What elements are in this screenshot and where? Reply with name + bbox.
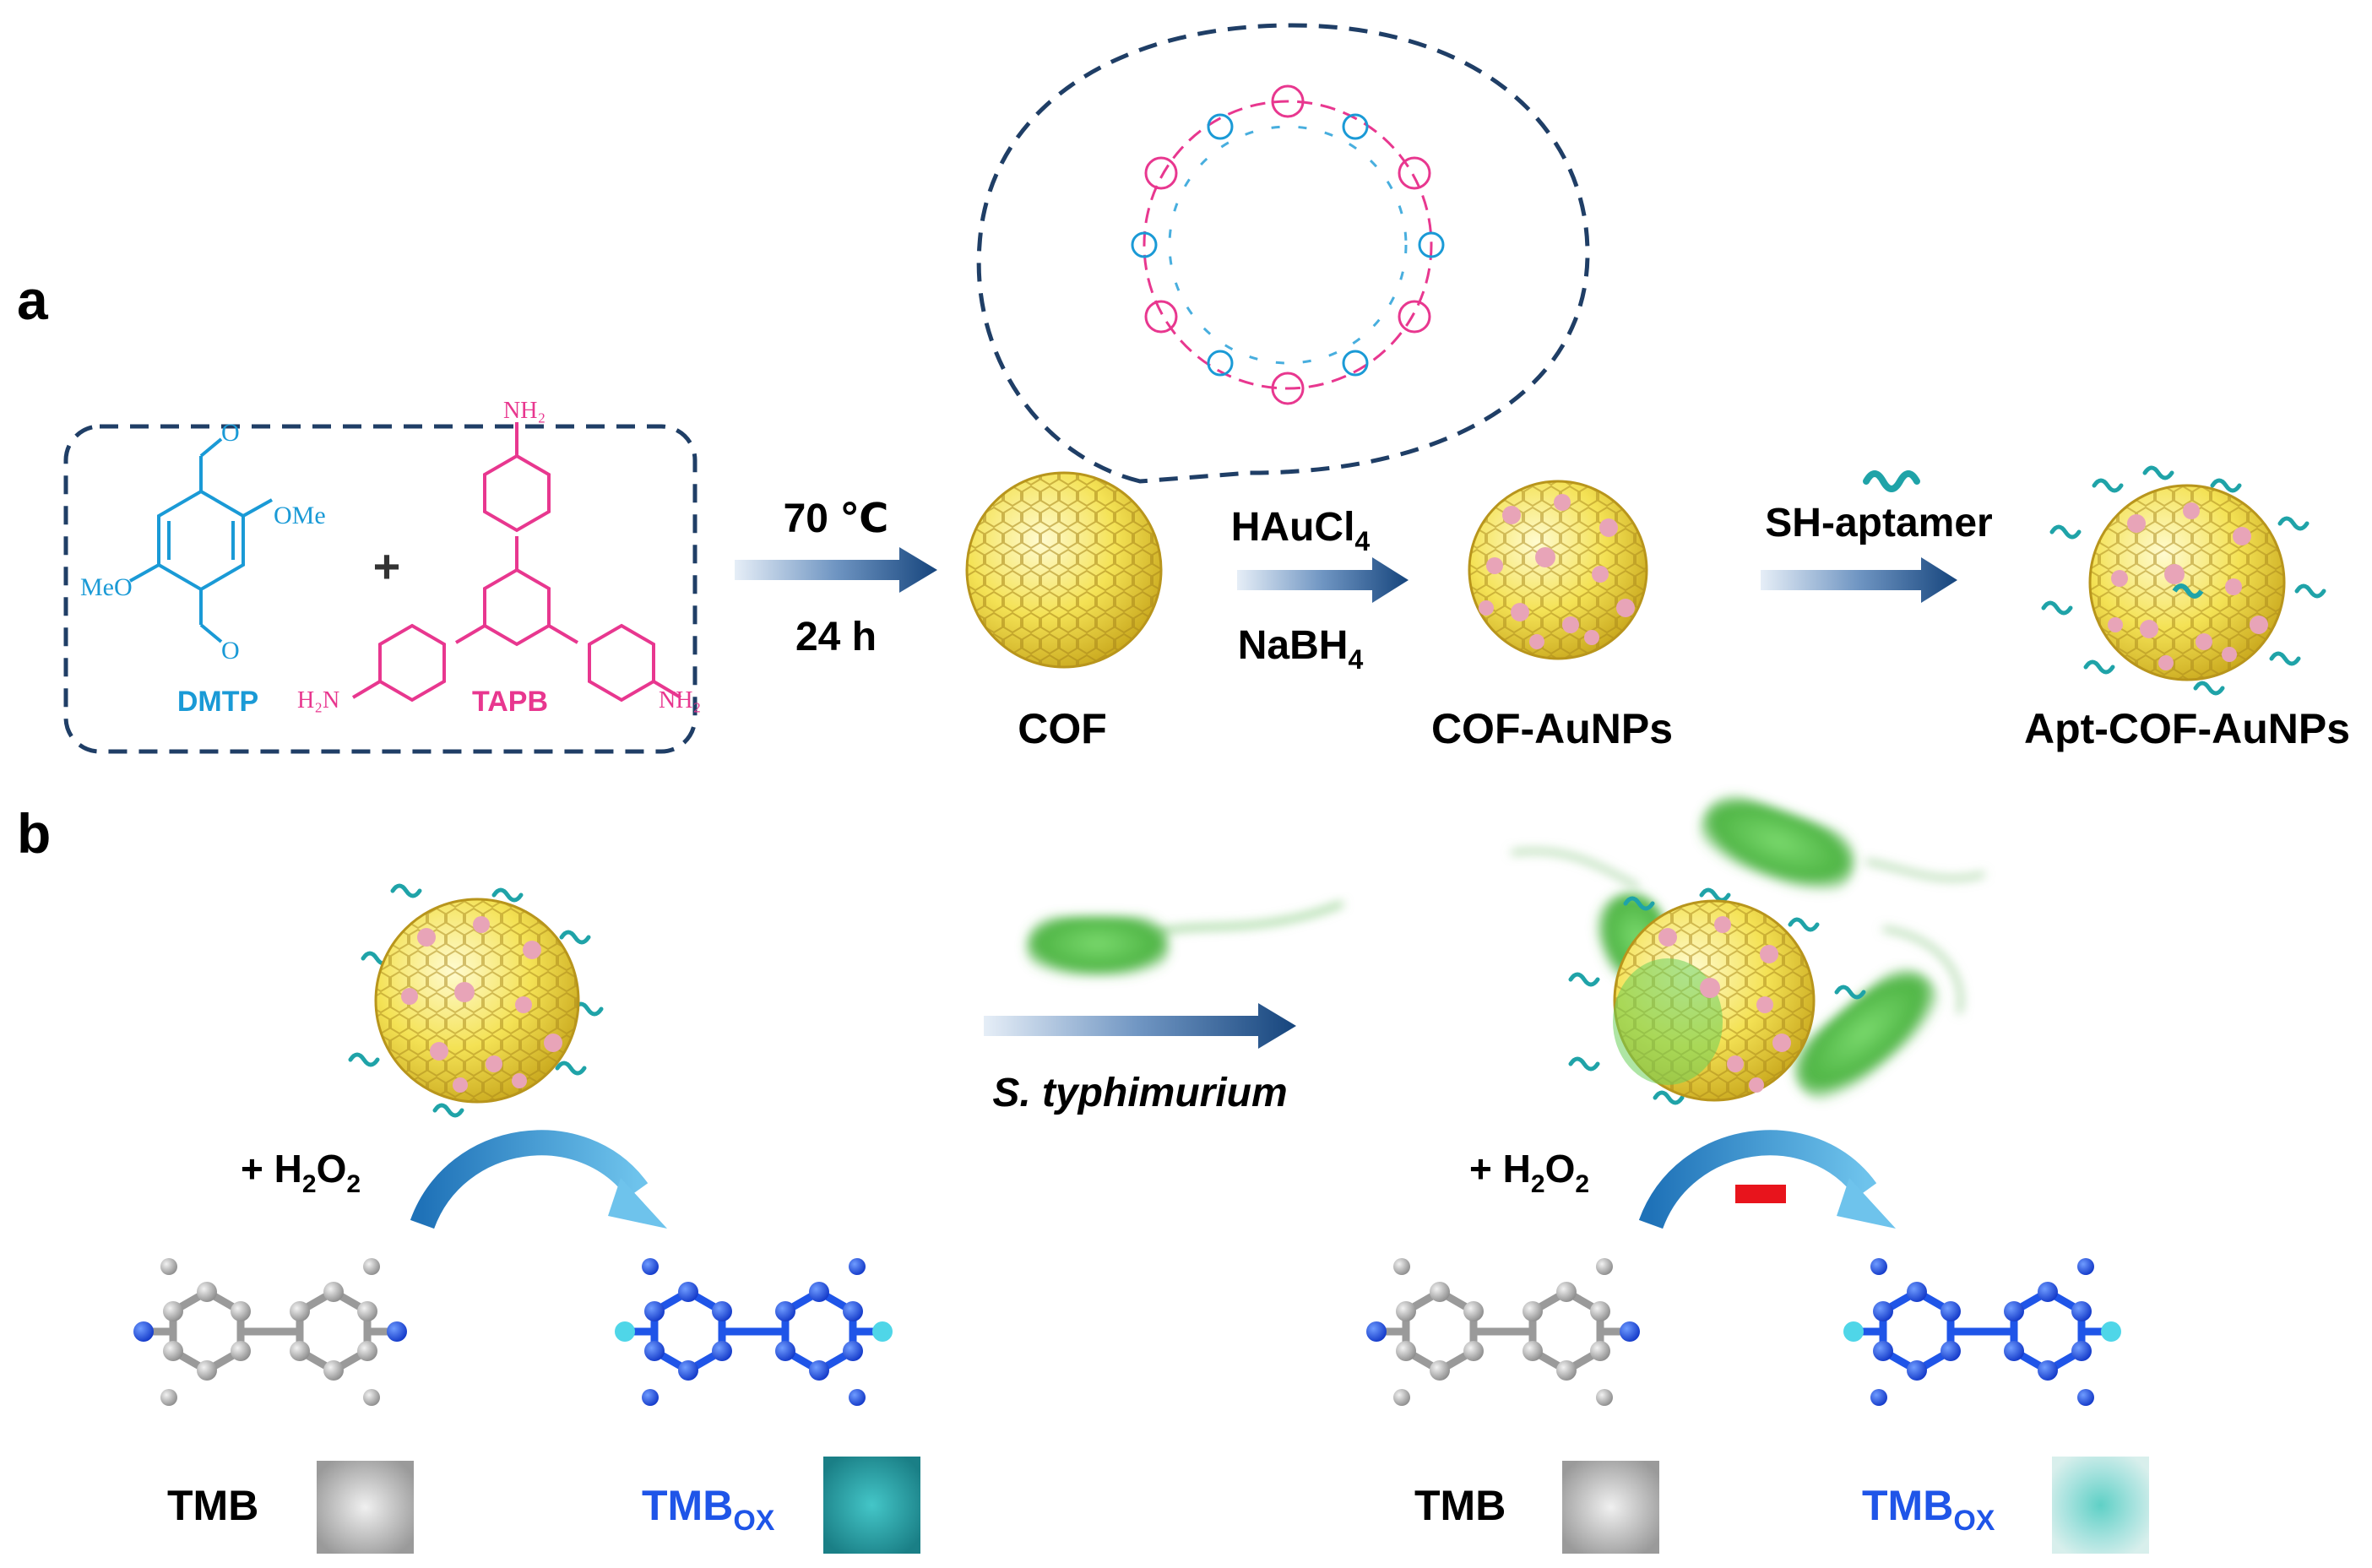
step2-reagent-haucl4: HAuCl4 xyxy=(1231,505,1371,556)
left-tmb-vial xyxy=(317,1461,414,1554)
left-apt-cof-aunps xyxy=(348,883,604,1118)
left-curved-arrow-head xyxy=(608,1178,667,1229)
dmtp-cho-bottom: O xyxy=(221,637,240,665)
dmtp-ome-left: MeO xyxy=(80,573,133,601)
monomer-box xyxy=(63,424,697,754)
right-curved-arrow-head xyxy=(1837,1178,1896,1229)
step2-reagent-nabh4: NaBH4 xyxy=(1238,623,1364,675)
cof-sphere xyxy=(965,471,1163,669)
tapb-structure xyxy=(351,422,682,703)
right-captured-complex xyxy=(1511,795,1985,1105)
cof-aunps-sphere xyxy=(1468,480,1648,660)
panel-b-letter: b xyxy=(17,802,51,865)
tapb-name: TAPB xyxy=(472,686,548,718)
aptamer-icon xyxy=(1863,470,1920,492)
right-tmb-label: TMB xyxy=(1414,1482,1506,1529)
left-tmbox-vial xyxy=(823,1457,920,1554)
apt-cof-aunps-label: Apt-COF-AuNPs xyxy=(2024,705,2350,752)
step1-temperature: 70 ℃ xyxy=(784,496,889,541)
right-curved-arrow xyxy=(1638,1130,1877,1229)
binding-arrow xyxy=(984,1003,1296,1049)
plus-sign: + xyxy=(373,540,401,593)
right-h2o2-label: + H2O2 xyxy=(1469,1147,1589,1198)
step1-time: 24 h xyxy=(795,615,877,659)
binding-arrow-label: S. typhimurium xyxy=(992,1071,1287,1115)
left-tmb-molecule xyxy=(133,1258,407,1406)
left-h2o2-label: + H2O2 xyxy=(241,1147,361,1198)
tapb-amine-top: NH₂ xyxy=(503,398,546,424)
cof-pore-structure xyxy=(1131,84,1445,405)
reaction-arrow-2 xyxy=(1237,557,1409,603)
tapb-amine-right: NH₂ xyxy=(659,687,701,713)
cof-pore-bubble xyxy=(976,23,1590,484)
inhibition-mark xyxy=(1735,1185,1786,1203)
right-tmb-molecule xyxy=(1366,1258,1640,1406)
dmtp-name: DMTP xyxy=(177,686,258,718)
panel-a-letter: a xyxy=(17,269,49,331)
step3-reagent-aptamer: SH-aptamer xyxy=(1765,501,1992,545)
right-tmbox-molecule xyxy=(1843,1258,2121,1406)
dmtp-cho-top: O xyxy=(221,419,240,447)
dmtp-structure xyxy=(129,437,273,643)
apt-cof-aunps-sphere xyxy=(2041,465,2326,696)
tapb-amine-left: H₂N xyxy=(297,687,339,713)
left-tmbox-molecule xyxy=(615,1258,893,1406)
right-tmbox-label: TMBOX xyxy=(1862,1482,1995,1537)
left-curved-arrow xyxy=(410,1130,649,1229)
dmtp-ome-top: OMe xyxy=(274,502,326,529)
bacterium-icon xyxy=(1026,901,1344,977)
left-tmbox-label: TMBOX xyxy=(642,1482,775,1537)
reaction-arrow-3 xyxy=(1761,557,1957,603)
reaction-arrow-1 xyxy=(735,547,937,593)
left-tmb-label: TMB xyxy=(167,1482,258,1529)
right-tmbox-vial xyxy=(2052,1457,2149,1554)
cof-aunps-label: COF-AuNPs xyxy=(1431,705,1673,752)
cof-label: COF xyxy=(1018,705,1107,752)
right-tmb-vial xyxy=(1562,1461,1659,1554)
